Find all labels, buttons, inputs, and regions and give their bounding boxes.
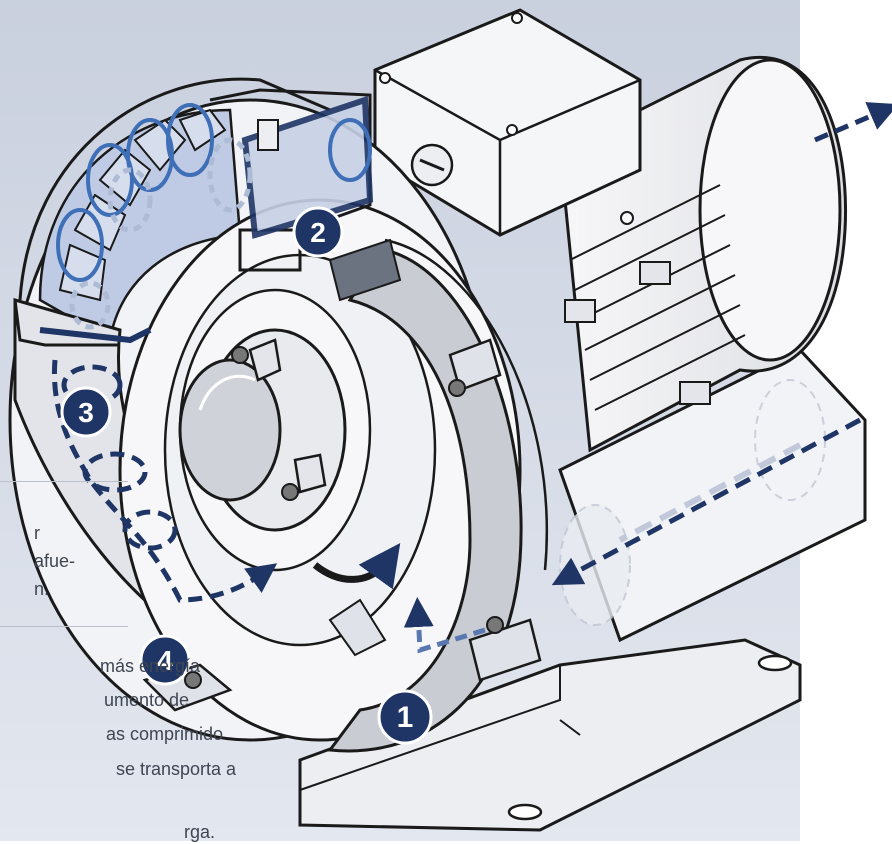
caption-step4-line3: as comprimido xyxy=(106,724,224,744)
divider-step4 xyxy=(0,626,128,627)
impeller-flow-loops xyxy=(56,103,372,282)
inlet-dashed-arrow-icon xyxy=(403,597,486,654)
caption-step3-line1: r xyxy=(34,523,40,543)
step-badge-1: 1 xyxy=(377,689,433,745)
pipe-flow-light-dashes xyxy=(618,442,802,543)
caption-step4-line5: rga. xyxy=(184,822,216,842)
impeller-dashed-loops xyxy=(69,137,253,330)
step-badge-4: 4 xyxy=(139,634,191,686)
exhaust-dashed-arrow-icon xyxy=(814,102,892,143)
outer-guard xyxy=(39,327,152,344)
caption-step4-line2: umento de xyxy=(104,690,190,710)
step-number-4: 4 xyxy=(157,645,173,676)
pipe-flow-dashed-arrow-icon xyxy=(551,417,862,586)
step-badge-3: 3 xyxy=(60,386,112,438)
impeller-cutaway xyxy=(38,108,242,342)
flow-path xyxy=(51,359,278,603)
curved-arrow-icon xyxy=(312,542,401,590)
caption-step4-line4: se transporta a xyxy=(116,759,237,779)
caption-step3-line2: afue- xyxy=(34,551,76,571)
motor-hub xyxy=(178,328,347,532)
bracket-handle xyxy=(13,299,120,347)
caption-step4-line1: más energía xyxy=(100,656,201,676)
step-badge-2: 2 xyxy=(292,206,344,258)
outlet-pipe-housing xyxy=(558,348,867,643)
step-number-2: 2 xyxy=(310,217,326,248)
step-number-1: 1 xyxy=(397,701,414,734)
nozzle-top xyxy=(209,88,374,272)
motor xyxy=(558,56,848,453)
caption-step3-line3: n. xyxy=(34,579,50,599)
divider-step3 xyxy=(0,481,128,482)
step-number-3: 3 xyxy=(78,397,94,428)
feet xyxy=(142,338,542,712)
base-plate xyxy=(298,638,802,832)
